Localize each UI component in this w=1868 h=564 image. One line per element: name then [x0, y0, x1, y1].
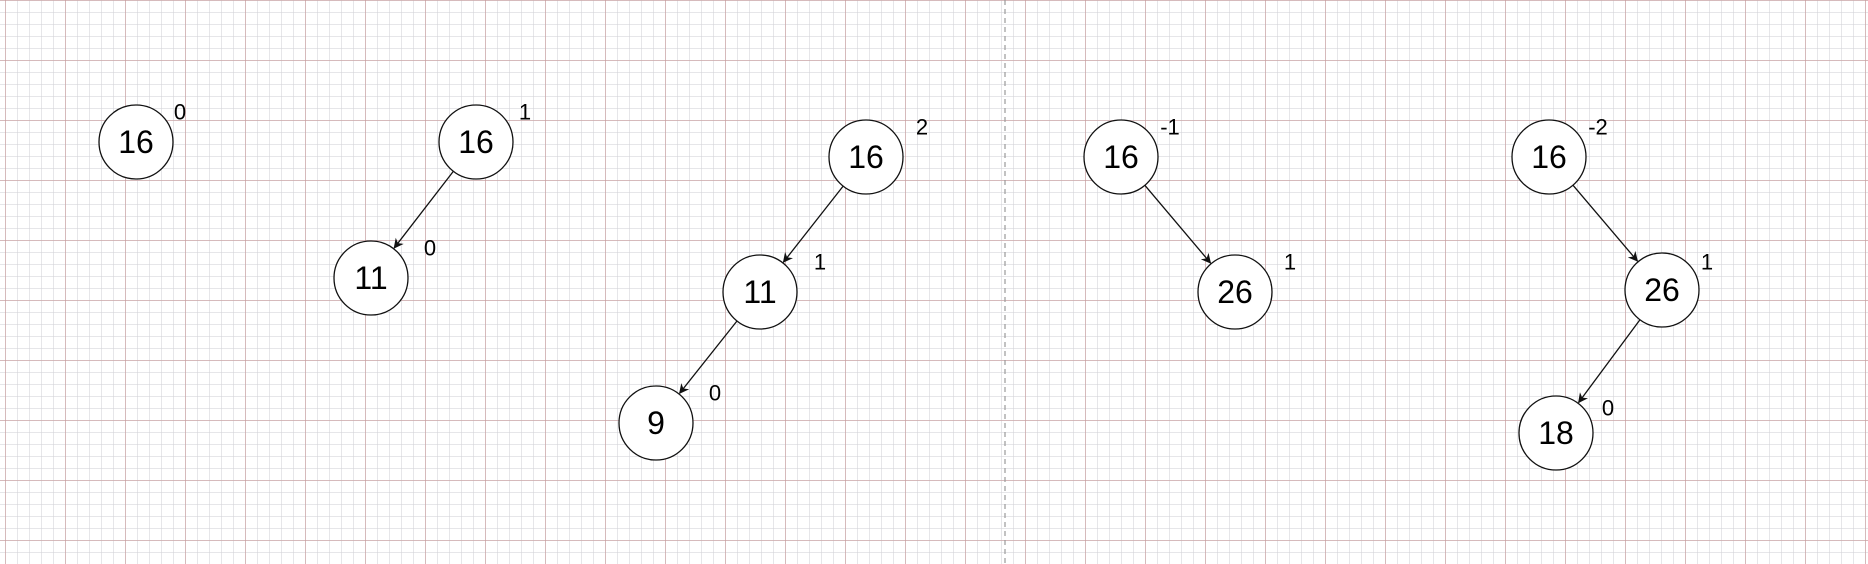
balance-factor: 0 — [1602, 396, 1614, 421]
edge-arrow — [1144, 184, 1212, 264]
balance-factor: 1 — [814, 250, 826, 275]
node-circle — [1197, 254, 1273, 330]
tree-node: 26 1 — [1197, 250, 1296, 330]
balance-factor: 2 — [916, 115, 928, 140]
node-circle — [1624, 252, 1700, 328]
tree-node: 16 1 — [438, 100, 531, 180]
tree-node: 11 0 — [333, 236, 436, 316]
edge-arrow — [679, 320, 738, 395]
balance-factor: 1 — [519, 100, 531, 125]
node-value: 16 — [1531, 139, 1567, 175]
balance-factor: 0 — [424, 236, 436, 261]
edge-arrow — [1572, 184, 1639, 262]
node-value: 11 — [743, 274, 776, 310]
balance-factor: 1 — [1701, 250, 1713, 275]
node-circle — [1511, 119, 1587, 195]
tree-node: 26 1 — [1624, 250, 1713, 328]
node-value: 16 — [1103, 139, 1139, 175]
node-value: 26 — [1217, 274, 1253, 310]
tree-node: 111 — [722, 250, 826, 330]
node-circle — [438, 104, 514, 180]
node-value: 9 — [647, 405, 665, 441]
node-value: 16 — [848, 139, 884, 175]
balance-factor: 0 — [709, 381, 721, 406]
node-circle — [722, 254, 798, 330]
balance-factor: 1 — [1284, 250, 1296, 275]
node-circle — [1518, 395, 1594, 471]
tree-node: 90 — [618, 381, 721, 461]
tree-node: 16 -2 — [1511, 115, 1608, 195]
node-value: 18 — [1538, 415, 1574, 451]
edge-arrow — [782, 185, 844, 263]
edge-arrow — [1578, 319, 1641, 404]
node-circle — [1083, 119, 1159, 195]
edge-arrow — [393, 170, 454, 249]
node-value: 16 — [458, 124, 494, 160]
node-value: 11 — [354, 260, 387, 296]
edges-layer — [393, 170, 1641, 404]
balance-factor: 0 — [174, 100, 186, 125]
tree-node: 18 0 — [1518, 395, 1614, 471]
tree-node: 16 0 — [98, 100, 186, 180]
balance-factor: -1 — [1160, 115, 1180, 140]
node-value: 16 — [118, 124, 154, 160]
node-circle — [333, 240, 409, 316]
node-circle — [828, 119, 904, 195]
tree-node: 16 2 — [828, 115, 928, 195]
node-circle — [618, 385, 694, 461]
node-circle — [98, 104, 174, 180]
balance-factor: -2 — [1588, 115, 1608, 140]
tree-node: 16 -1 — [1083, 115, 1180, 195]
node-value: 26 — [1644, 272, 1680, 308]
